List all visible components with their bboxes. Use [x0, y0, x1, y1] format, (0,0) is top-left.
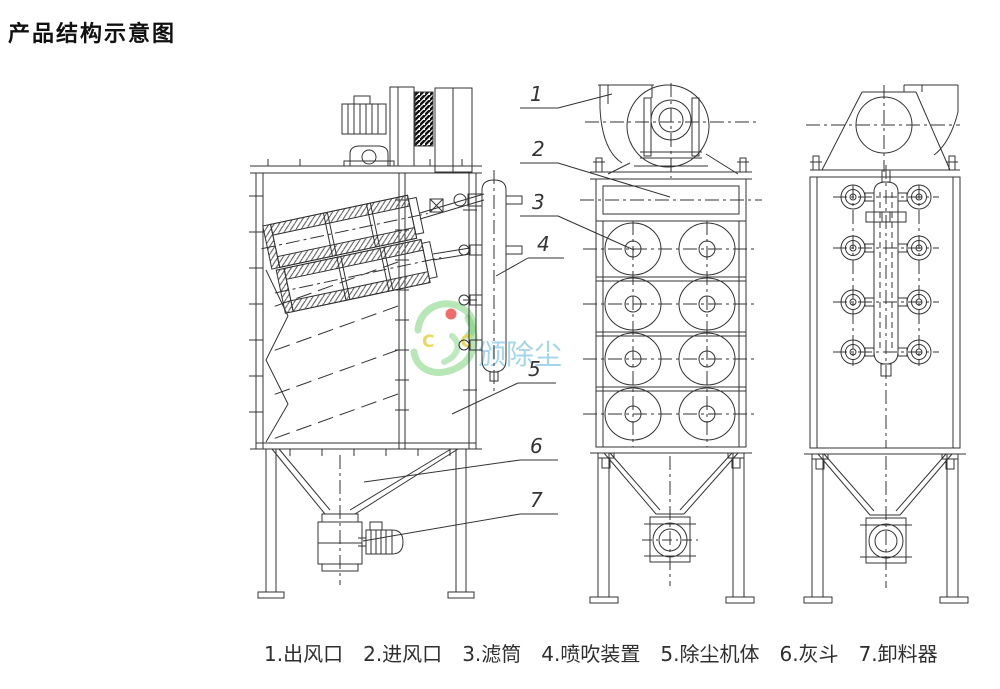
front-body	[595, 220, 747, 448]
support-legs-front	[589, 453, 755, 604]
callout-3: 3	[532, 190, 545, 214]
callout-7: 7	[530, 488, 543, 512]
callout-leader-lines	[362, 93, 671, 542]
legend-item-6: 6.灰斗	[779, 642, 839, 666]
legend-item-3: 3.滤筒	[462, 642, 522, 666]
filter-cartridges-side	[261, 194, 442, 314]
valve-row	[833, 339, 939, 365]
logo-red-dot-icon	[445, 308, 457, 320]
discharger-front	[642, 516, 698, 563]
rear-fan	[806, 84, 960, 172]
watermark-logo: C C 颁除尘	[410, 300, 562, 376]
legend-item-2: 2.进风口	[363, 642, 443, 666]
callout-2: 2	[532, 137, 545, 161]
logo-swirl-hook	[441, 333, 461, 365]
support-legs-rear	[803, 454, 969, 604]
valve-row	[833, 289, 939, 315]
motor	[341, 103, 387, 135]
callout-6: 6	[530, 434, 543, 458]
callout-5: 5	[528, 357, 541, 381]
discharger-side	[317, 513, 404, 572]
legend-item-4: 4.喷吹装置	[541, 642, 641, 666]
legend-item-1: 1.出风口	[264, 642, 344, 666]
valve-row	[833, 184, 939, 210]
ash-hopper-side	[271, 448, 459, 585]
front-fan	[585, 83, 756, 178]
watermark-text: 颁除尘	[478, 338, 562, 371]
legend-item-5: 5.除尘机体	[660, 642, 760, 666]
pulse-valves-rear	[833, 184, 939, 365]
ash-hopper-rear	[817, 453, 953, 516]
pulse-valve	[458, 339, 483, 351]
valve-row	[833, 235, 939, 261]
legend-item-7: 7.卸料器	[858, 642, 938, 666]
pulse-blowing-device	[453, 170, 523, 392]
side-fan-motor	[341, 86, 473, 173]
pulse-valve	[458, 294, 483, 306]
pulse-valve	[453, 193, 523, 207]
front-view-drawing	[580, 83, 762, 604]
blow-pipe	[419, 193, 485, 261]
logo-letters: C C	[422, 332, 483, 352]
logo-swirl-bottom	[410, 314, 478, 376]
pulse-valve	[458, 244, 523, 256]
ash-hopper-front	[603, 452, 739, 586]
rear-view-drawing	[803, 84, 969, 604]
rear-body	[809, 176, 961, 449]
belt-guard	[414, 91, 434, 147]
legend: 1.出风口 2.进风口 3.滤筒 4.喷吹装置 5.除尘机体 6.灰斗 7.卸料…	[264, 638, 938, 667]
callout-1: 1	[530, 82, 543, 106]
callout-4: 4	[537, 232, 550, 256]
air-tank-rear	[852, 165, 920, 448]
filter-cartridge-faces	[583, 222, 757, 441]
support-legs-side	[257, 449, 475, 599]
page-title: 产品结构示意图	[8, 22, 177, 47]
side-view-drawing	[249, 86, 523, 599]
discharger-rear	[860, 456, 912, 588]
